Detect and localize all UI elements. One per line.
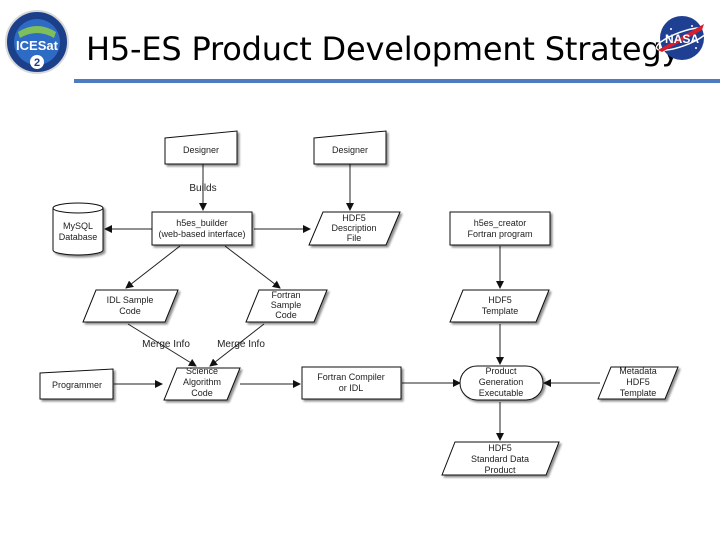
edge-builder-fortransample: [224, 245, 281, 289]
node-fortran-sample-code: Fortran Sample Code: [245, 289, 328, 323]
node-programmer: Programmer: [39, 368, 114, 400]
edge-fortransample-science: [209, 323, 265, 367]
node-designer-2: Designer: [313, 130, 387, 165]
edge-label-merge-info-2: Merge Info: [217, 339, 265, 350]
svg-text:ICESat: ICESat: [16, 38, 59, 53]
product-line-1: Product: [485, 366, 517, 376]
edge-idlsample-science: [127, 323, 197, 367]
stdproduct-line-3: Product: [484, 465, 516, 475]
node-hdf5-template: HDF5 Template: [449, 289, 550, 323]
stdproduct-line-2: Standard Data: [471, 454, 529, 464]
svg-text:Programmer: Programmer: [52, 380, 102, 390]
metadata-line-3: Template: [620, 388, 657, 398]
hdf5template-line-1: HDF5: [488, 295, 512, 305]
node-metadata-hdf5-template: Metadata HDF5 Template: [597, 366, 679, 400]
mysql-line-1: MySQL: [63, 221, 93, 231]
idl-line-1: IDL Sample: [107, 295, 154, 305]
title-underline: [74, 79, 720, 83]
svg-text:Designer: Designer: [332, 145, 368, 155]
svg-text:Designer: Designer: [183, 145, 219, 155]
hdf5template-line-2: Template: [482, 306, 519, 316]
stdproduct-line-1: HDF5: [488, 443, 512, 453]
science-line-3: Code: [191, 388, 213, 398]
edge-label-builds: Builds: [189, 183, 216, 194]
builder-line-1: h5es_builder: [176, 218, 228, 228]
idl-line-2: Code: [119, 306, 141, 316]
science-line-1: Science: [186, 366, 218, 376]
node-hdf5-standard-data-product: HDF5 Standard Data Product: [441, 441, 560, 476]
node-science-algorithm-code: Science Algorithm Code: [163, 366, 241, 401]
product-line-2: Generation: [479, 377, 524, 387]
nasa-logo: NASA: [655, 16, 709, 60]
compiler-line-1: Fortran Compiler: [317, 372, 385, 382]
fortran-sample-line-1: Fortran: [271, 290, 300, 300]
builder-line-2: (web-based interface): [158, 229, 245, 239]
edges: [104, 164, 600, 441]
edge-builder-idlsample: [125, 245, 181, 289]
compiler-line-2: or IDL: [339, 383, 364, 393]
edge-label-merge-info-1: Merge Info: [142, 339, 190, 350]
metadata-line-2: HDF5: [626, 377, 650, 387]
creator-line-2: Fortran program: [467, 229, 532, 239]
node-fortran-compiler: Fortran Compiler or IDL: [301, 366, 402, 400]
metadata-line-1: Metadata: [619, 366, 657, 376]
creator-line-1: h5es_creator: [474, 218, 527, 228]
science-line-2: Algorithm: [183, 377, 221, 387]
hdf5desc-line-3: File: [347, 233, 362, 243]
node-h5es-builder: h5es_builder (web-based interface): [151, 211, 253, 246]
svg-text:NASA: NASA: [665, 32, 699, 46]
hdf5desc-line-1: HDF5: [342, 213, 366, 223]
node-designer-1: Designer: [164, 130, 238, 165]
node-hdf5-description-file: HDF5 Description File: [308, 211, 401, 246]
page-title: H5-ES Product Development Strategy: [86, 30, 681, 68]
hdf5desc-line-2: Description: [331, 223, 376, 233]
fortran-sample-line-3: Code: [275, 310, 297, 320]
node-mysql-database: MySQL Database: [52, 202, 104, 256]
node-product-generation-executable: Product Generation Executable: [459, 365, 544, 401]
node-idl-sample-code: IDL Sample Code: [82, 289, 179, 323]
product-line-3: Executable: [479, 388, 524, 398]
fortran-sample-line-2: Sample: [271, 300, 302, 310]
node-h5es-creator: h5es_creator Fortran program: [449, 211, 551, 246]
svg-text:2: 2: [34, 57, 40, 69]
icesat2-logo: ICESat 2: [5, 10, 69, 74]
mysql-line-2: Database: [59, 232, 98, 242]
